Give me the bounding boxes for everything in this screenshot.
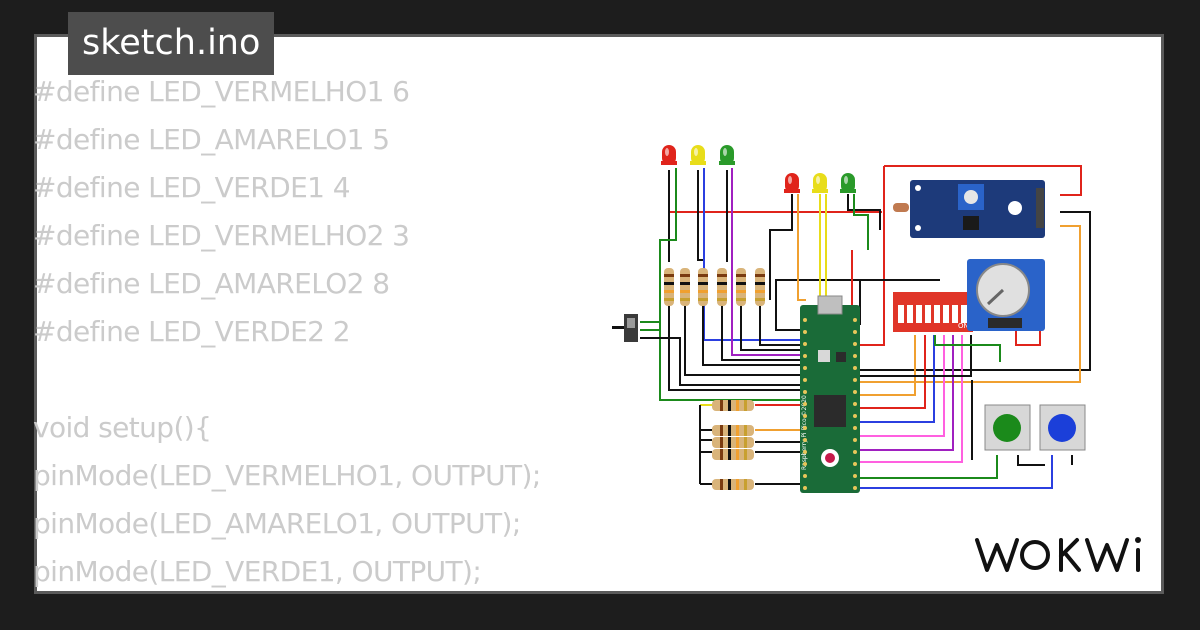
resistor: [755, 268, 765, 306]
resistor: [712, 449, 754, 460]
file-tab[interactable]: sketch.ino: [68, 12, 275, 75]
led: [719, 145, 735, 165]
wokwi-logo: [975, 537, 1141, 572]
pico-pins: [803, 318, 857, 490]
resistor: [736, 268, 746, 306]
leds: [661, 145, 856, 193]
resistors-vertical: [664, 268, 765, 306]
code-line: #define LED_VERDE2 2: [33, 315, 351, 348]
dip-on-label: ON: [958, 322, 969, 330]
dip-switch[interactable]: ON: [893, 292, 973, 332]
resistor: [680, 268, 690, 306]
push-button-green[interactable]: [984, 404, 1031, 451]
resistor: [712, 400, 754, 411]
resistors-horizontal: [712, 400, 754, 490]
code-line: #define LED_AMARELO1 5: [33, 123, 390, 156]
led: [661, 145, 677, 165]
dip-levers: [898, 305, 967, 323]
circuit-diagram: Raspberry Pi Pico ©2020: [612, 145, 1091, 493]
code-line: pinMode(LED_AMARELO1, OUTPUT);: [33, 507, 521, 540]
resistor: [664, 268, 674, 306]
led: [784, 173, 800, 193]
resistor: [717, 268, 727, 306]
pico-label: Raspberry Pi Pico ©2020: [801, 395, 808, 470]
code-line: #define LED_VERMELHO2 3: [33, 219, 410, 252]
slide-switch[interactable]: [612, 314, 638, 342]
code-line: void setup(){: [33, 411, 212, 444]
potentiometer-module[interactable]: [967, 259, 1045, 331]
led: [812, 173, 828, 193]
push-button-blue[interactable]: [1039, 404, 1086, 451]
code-line: [33, 356, 633, 404]
light-sensor-module[interactable]: [893, 180, 1045, 238]
resistor: [712, 479, 754, 490]
resistor: [698, 268, 708, 306]
code-line: #define LED_AMARELO2 8: [33, 267, 390, 300]
photoresistor-icon: [893, 203, 909, 212]
code-line: pinMode(LED_VERMELHO1, OUTPUT);: [33, 459, 541, 492]
code-editor[interactable]: #define LED_VERMELHO1 6 #define LED_AMAR…: [33, 68, 633, 596]
code-line: pinMode(LED_VERDE1, OUTPUT);: [33, 555, 482, 588]
trimpot-icon: [964, 190, 978, 204]
led: [690, 145, 706, 165]
pico-board[interactable]: Raspberry Pi Pico ©2020: [800, 295, 860, 493]
resistor: [712, 425, 754, 436]
resistor: [712, 437, 754, 448]
code-line: #define LED_VERDE1 4: [33, 171, 351, 204]
led: [840, 173, 856, 193]
code-line: #define LED_VERMELHO1 6: [33, 75, 410, 108]
